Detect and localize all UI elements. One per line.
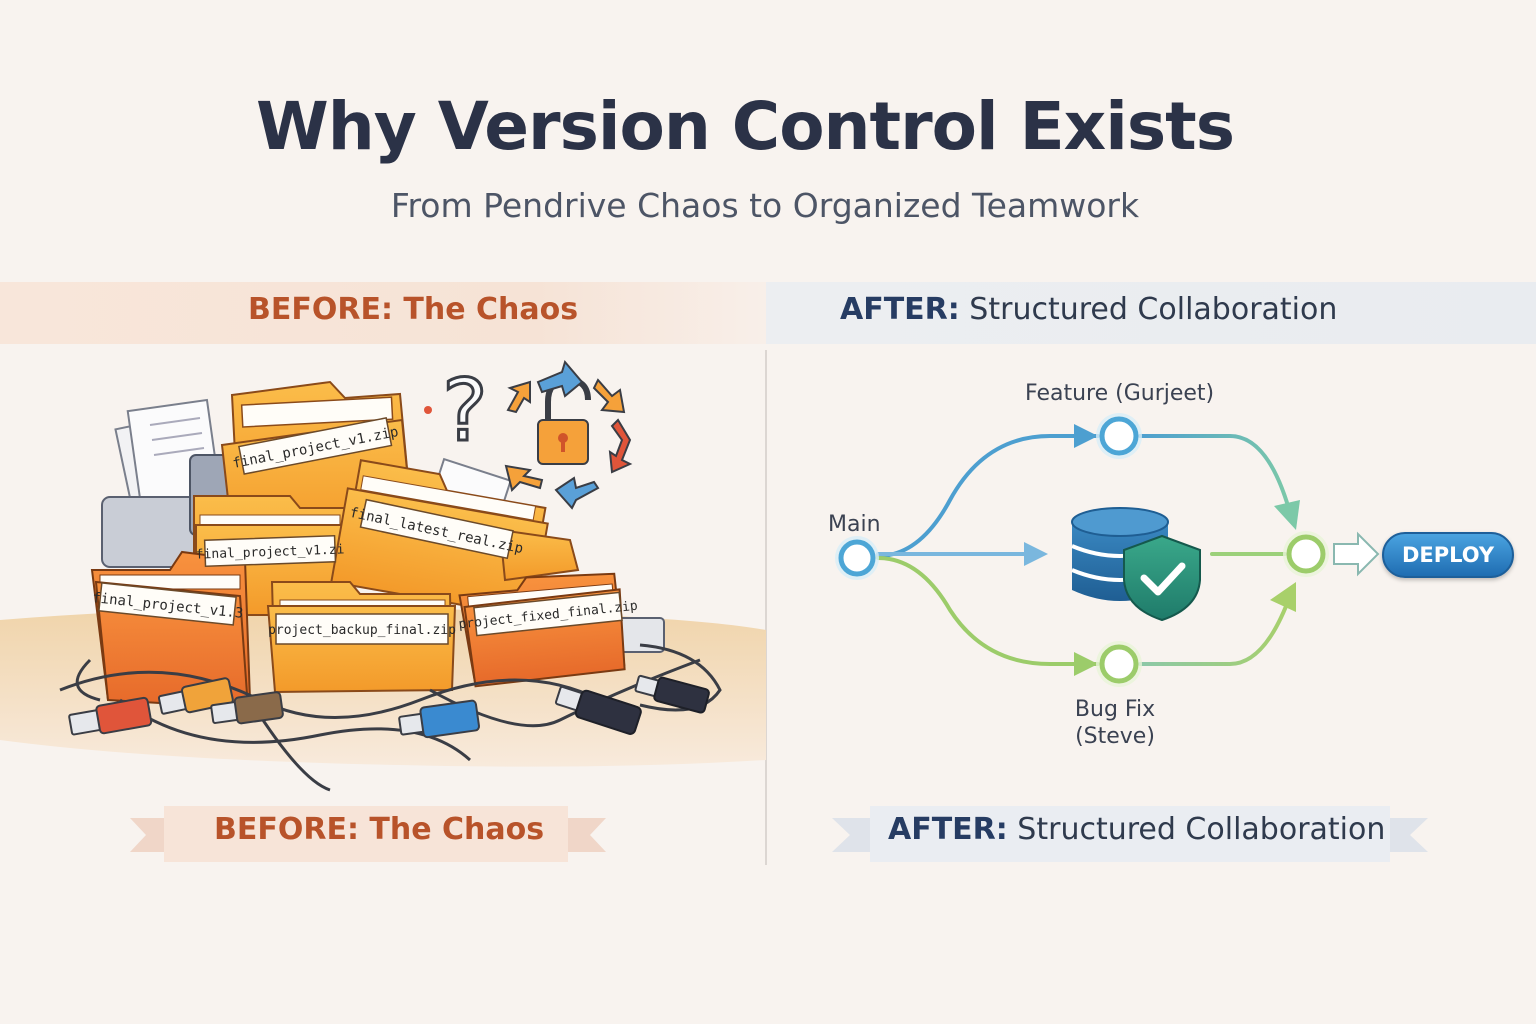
- usb-drive-brown: [210, 691, 284, 725]
- bugfix-node: [1096, 641, 1142, 687]
- tangled-cables: [59, 643, 722, 792]
- bugfix-node-label: Bug Fix (Steve): [1070, 697, 1160, 749]
- before-header-band: [0, 282, 766, 344]
- before-ribbon-label: BEFORE: The Chaos: [214, 812, 545, 847]
- usb-drive-blue: [398, 699, 481, 739]
- after-header-band: [766, 282, 1536, 344]
- question-mark-icon: ?: [424, 360, 489, 463]
- after-ribbon-label: AFTER: Structured Collaboration: [888, 812, 1385, 847]
- arrow-right-icon: [1024, 424, 1300, 676]
- deploy-button-label: DEPLOY: [1401, 543, 1495, 567]
- after-band-title: AFTER: Structured Collaboration: [840, 292, 1337, 327]
- after-ribbon: [832, 806, 1428, 862]
- bugfix-label-line2: (Steve): [1075, 724, 1155, 749]
- feature-node: [1096, 413, 1142, 459]
- usb-drive-dark-2: [634, 674, 710, 714]
- file-label-5: project_backup_final.zip: [268, 623, 456, 638]
- merge-node: [1283, 531, 1329, 577]
- svg-text:?: ?: [442, 361, 488, 461]
- file-tag-3: final_project_v1.zi: [196, 534, 345, 568]
- bugfix-merge-line: [1138, 594, 1292, 666]
- red-dot: [424, 406, 432, 414]
- after-ribbon-rest: Structured Collaboration: [1007, 812, 1386, 847]
- feature-branch-line: [876, 434, 1100, 558]
- shield-check-icon: [1123, 534, 1201, 622]
- page-subtitle: From Pendrive Chaos to Organized Teamwor…: [390, 186, 1140, 225]
- usb-drive-red: [68, 696, 153, 736]
- folder-edge: [498, 528, 580, 582]
- file-tag-5: project_backup_final.zip: [268, 613, 456, 645]
- feature-merge-line: [1138, 434, 1294, 522]
- page-title: Why Version Control Exists: [256, 88, 1235, 165]
- bugfix-branch-line: [876, 556, 1100, 666]
- usb-drive-dark-1: [554, 685, 642, 735]
- main-node-label: Main: [828, 512, 881, 537]
- main-node: [835, 536, 879, 580]
- after-band-title-strong: AFTER:: [840, 292, 960, 327]
- feature-node-label: Feature (Gurjeet): [1025, 381, 1215, 406]
- file-label-3: final_project_v1.zi: [196, 542, 345, 562]
- cycle-arrows-icon: [504, 359, 633, 510]
- after-band-title-rest: Structured Collaboration: [959, 292, 1338, 327]
- after-ribbon-strong: AFTER:: [888, 812, 1008, 847]
- before-band-title: BEFORE: The Chaos: [248, 292, 579, 327]
- bugfix-label-line1: Bug Fix: [1074, 697, 1156, 722]
- branch-diagram: [876, 434, 1294, 666]
- before-ribbon: [130, 806, 606, 862]
- deploy-arrow-icon: [1333, 531, 1380, 577]
- section-divider: [765, 350, 767, 865]
- deploy-button[interactable]: DEPLOY: [1382, 532, 1514, 578]
